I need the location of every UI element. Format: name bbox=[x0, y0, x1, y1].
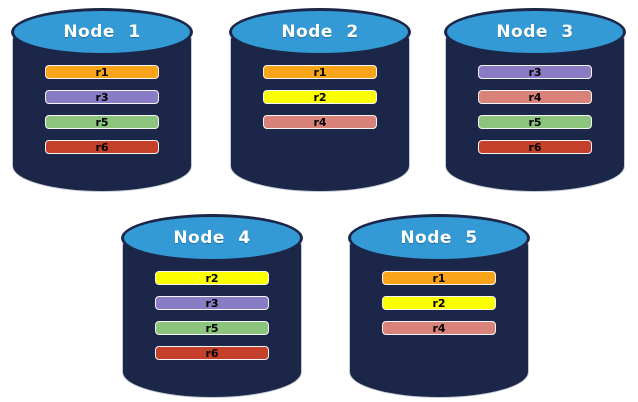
replica-bar-r3: r3 bbox=[155, 296, 269, 310]
cylinder-top-ellipse: Node 2 bbox=[229, 8, 411, 56]
node-title: Node 2 bbox=[281, 22, 359, 42]
replica-list: r3 r4 r5 r6 bbox=[478, 65, 592, 154]
database-node-3: Node 3 r3 r4 r5 r6 bbox=[444, 8, 626, 192]
replica-list: r1 r3 r5 r6 bbox=[45, 65, 159, 154]
replica-bar-r4: r4 bbox=[263, 115, 377, 129]
replica-bar-r3: r3 bbox=[478, 65, 592, 79]
node-title: Node 1 bbox=[63, 22, 141, 42]
replica-list: r1 r2 r4 bbox=[382, 271, 496, 335]
cylinder-top-ellipse: Node 1 bbox=[11, 8, 193, 56]
cylinder-body bbox=[445, 32, 625, 192]
replica-bar-r2: r2 bbox=[382, 296, 496, 310]
replica-list: r1 r2 r4 bbox=[263, 65, 377, 129]
database-node-2: Node 2 r1 r2 r4 bbox=[229, 8, 411, 192]
database-node-5: Node 5 r1 r2 r4 bbox=[348, 214, 530, 398]
replica-bar-r5: r5 bbox=[478, 115, 592, 129]
cylinder-body bbox=[230, 32, 410, 192]
replica-bar-r6: r6 bbox=[478, 140, 592, 154]
cylinder-body bbox=[122, 238, 302, 398]
cylinder-top-ellipse: Node 4 bbox=[121, 214, 303, 262]
replica-bar-r3: r3 bbox=[45, 90, 159, 104]
node-title: Node 5 bbox=[400, 228, 478, 248]
replica-bar-r4: r4 bbox=[478, 90, 592, 104]
replica-bar-r6: r6 bbox=[45, 140, 159, 154]
cylinder-body bbox=[349, 238, 529, 398]
node-title: Node 4 bbox=[173, 228, 251, 248]
replica-bar-r1: r1 bbox=[45, 65, 159, 79]
replica-bar-r6: r6 bbox=[155, 346, 269, 360]
cylinder-top-ellipse: Node 3 bbox=[444, 8, 626, 56]
node-title: Node 3 bbox=[496, 22, 574, 42]
replica-bar-r2: r2 bbox=[263, 90, 377, 104]
replica-bar-r1: r1 bbox=[382, 271, 496, 285]
replica-bar-r1: r1 bbox=[263, 65, 377, 79]
replica-bar-r2: r2 bbox=[155, 271, 269, 285]
database-node-4: Node 4 r2 r3 r5 r6 bbox=[121, 214, 303, 398]
replica-bar-r5: r5 bbox=[155, 321, 269, 335]
cylinder-top-ellipse: Node 5 bbox=[348, 214, 530, 262]
replica-bar-r4: r4 bbox=[382, 321, 496, 335]
database-node-1: Node 1 r1 r3 r5 r6 bbox=[11, 8, 193, 192]
replica-bar-r5: r5 bbox=[45, 115, 159, 129]
replica-list: r2 r3 r5 r6 bbox=[155, 271, 269, 360]
cylinder-body bbox=[12, 32, 192, 192]
